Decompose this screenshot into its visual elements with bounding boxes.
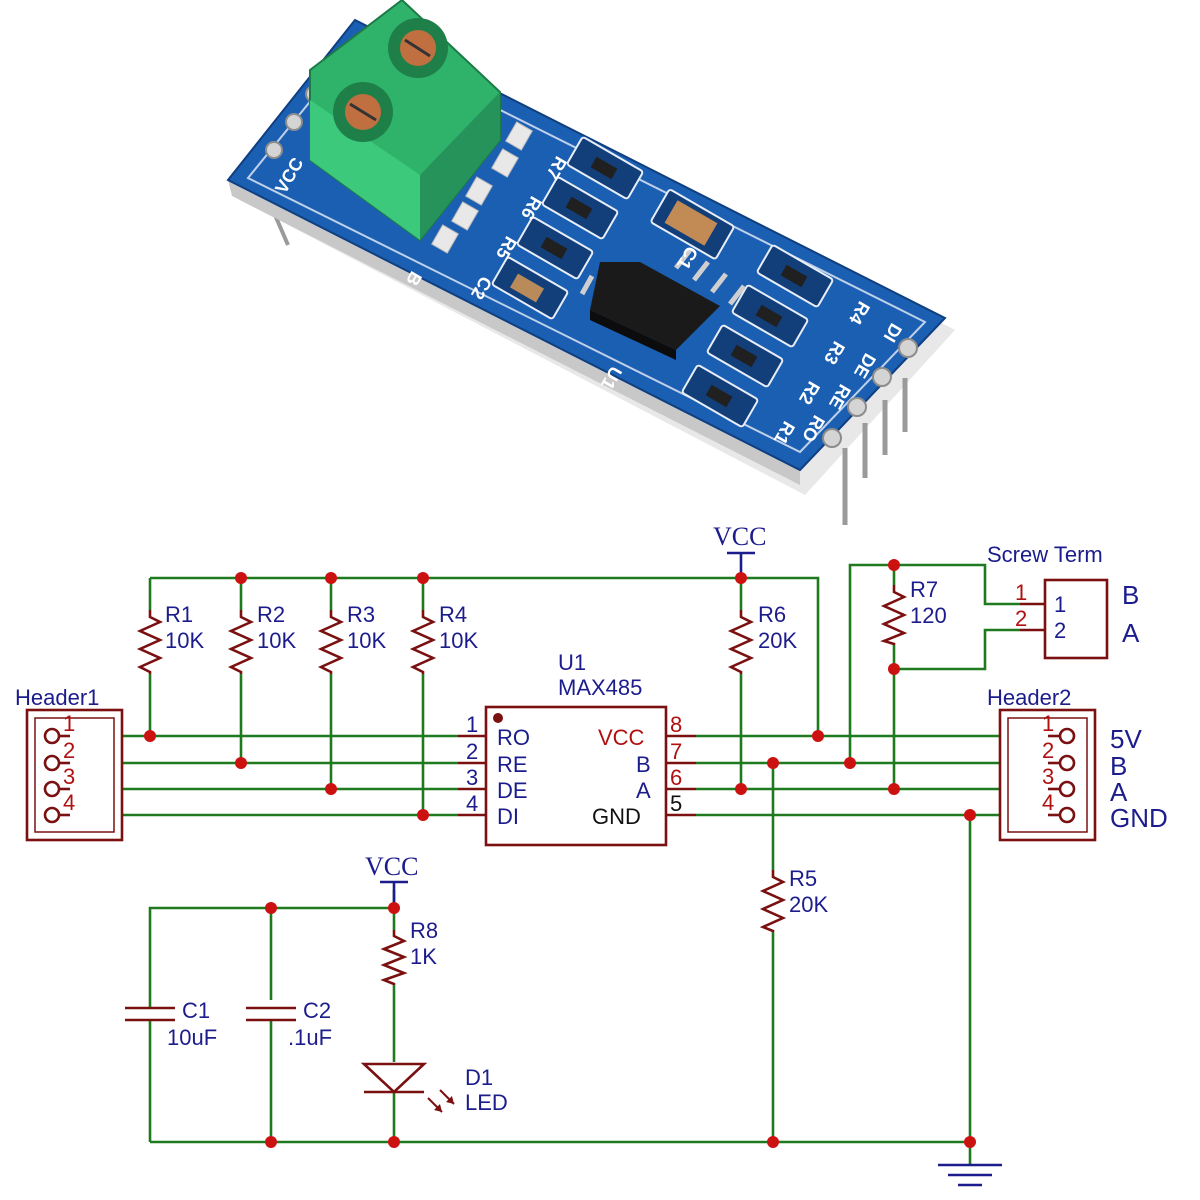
c1-value: 10uF bbox=[167, 1025, 217, 1050]
u1-pin-stubs bbox=[458, 734, 696, 817]
screw-term-inner-1: 1 bbox=[1054, 592, 1066, 617]
d1-ref: D1 bbox=[465, 1065, 493, 1090]
junction-dots bbox=[144, 559, 976, 1148]
u1-pin-vcc: VCC bbox=[598, 725, 645, 750]
screw-terminal-block bbox=[309, 0, 501, 242]
u1-pin-num-6: 6 bbox=[670, 765, 682, 790]
screw-term-signal-a: A bbox=[1122, 618, 1140, 648]
screw-term-signal-b: B bbox=[1122, 580, 1139, 610]
r7-ref: R7 bbox=[910, 577, 938, 602]
r4-value: 10K bbox=[439, 628, 478, 653]
max485-chip bbox=[579, 248, 746, 360]
r7-value: 120 bbox=[910, 603, 947, 628]
right-header-pins bbox=[842, 378, 908, 525]
u1-pin-de: DE bbox=[497, 778, 528, 803]
r1-value: 10K bbox=[165, 628, 204, 653]
header1-pin-4: 4 bbox=[63, 790, 75, 815]
header2-pins bbox=[1048, 727, 1076, 824]
u1-part: MAX485 bbox=[558, 675, 642, 700]
r5-ref: R5 bbox=[789, 866, 817, 891]
u1-pin-num-4: 4 bbox=[466, 791, 478, 816]
header2-pin-3: 3 bbox=[1042, 764, 1054, 789]
r4-ref: R4 bbox=[439, 602, 467, 627]
r6-value: 20K bbox=[758, 628, 797, 653]
header2-pin-4: 4 bbox=[1042, 790, 1054, 815]
header1-box bbox=[25, 708, 124, 842]
u1-box bbox=[484, 705, 668, 847]
c1-ref: C1 bbox=[182, 998, 210, 1023]
smd-capacitor-c1 bbox=[650, 189, 735, 260]
r3-ref: R3 bbox=[347, 602, 375, 627]
header2-pin-1: 1 bbox=[1042, 711, 1054, 736]
resistor-zigzags bbox=[136, 585, 908, 986]
screw-term-title: Screw Term bbox=[987, 542, 1103, 567]
u1-pin-a: A bbox=[636, 778, 651, 803]
header1-pin-3: 3 bbox=[63, 764, 75, 789]
u1-pin-di: DI bbox=[497, 804, 519, 829]
u1-pin-num-7: 7 bbox=[670, 739, 682, 764]
smd-resistors-left bbox=[491, 136, 644, 320]
led-symbol bbox=[360, 1062, 455, 1113]
r2-value: 10K bbox=[257, 628, 296, 653]
smd-resistors-right bbox=[681, 244, 834, 428]
screw-term-pin-2: 2 bbox=[1015, 606, 1027, 631]
r8-symbol bbox=[380, 930, 408, 986]
r3-symbol bbox=[317, 610, 345, 674]
vcc-bottom-label: VCC bbox=[365, 852, 418, 881]
d1-value: LED bbox=[465, 1090, 508, 1115]
r3-value: 10K bbox=[347, 628, 386, 653]
u1-pin-b: B bbox=[636, 752, 651, 777]
c2-value: .1uF bbox=[288, 1025, 332, 1050]
r8-ref: R8 bbox=[410, 918, 438, 943]
c2-ref: C2 bbox=[303, 998, 331, 1023]
r1-symbol bbox=[136, 610, 164, 674]
vcc-top-label: VCC bbox=[713, 522, 766, 551]
module-photo: VCC B R7 R6 R5 C2 C1 U1 R4 R3 R2 R1 DI D… bbox=[226, 0, 955, 525]
r5-value: 20K bbox=[789, 892, 828, 917]
header1-pins bbox=[43, 727, 70, 824]
header2-signal-a: A bbox=[1110, 777, 1128, 807]
u1-pin-num-8: 8 bbox=[670, 712, 682, 737]
u1-pin-ro: RO bbox=[497, 725, 530, 750]
r1-ref: R1 bbox=[165, 602, 193, 627]
u1-pin-re: RE bbox=[497, 752, 528, 777]
u1-pin-gnd: GND bbox=[592, 804, 641, 829]
header2-signal-gnd: GND bbox=[1110, 803, 1168, 833]
u1-pin-num-2: 2 bbox=[466, 739, 478, 764]
header2-pin-2: 2 bbox=[1042, 738, 1054, 763]
header2-box bbox=[998, 708, 1097, 842]
u1-pin1-marker bbox=[493, 713, 503, 723]
header2-title: Header2 bbox=[987, 685, 1071, 710]
u1-pin-num-3: 3 bbox=[466, 765, 478, 790]
screw-term-pin-1: 1 bbox=[1015, 580, 1027, 605]
r2-ref: R2 bbox=[257, 602, 285, 627]
r8-value: 1K bbox=[410, 944, 437, 969]
u1-pin-num-1: 1 bbox=[466, 712, 478, 737]
r6-symbol bbox=[727, 610, 755, 674]
schematic: VCC bbox=[15, 522, 1168, 1187]
right-header-holes bbox=[822, 338, 918, 448]
r6-ref: R6 bbox=[758, 602, 786, 627]
r2-symbol bbox=[227, 610, 255, 674]
header1-pin-1: 1 bbox=[63, 711, 75, 736]
header2-signal-5v: 5V bbox=[1110, 724, 1142, 754]
u1-ref: U1 bbox=[558, 650, 586, 675]
r4-symbol bbox=[409, 610, 437, 674]
header1-title: Header1 bbox=[15, 685, 99, 710]
screw-term-inner-2: 2 bbox=[1054, 618, 1066, 643]
screw-term-box bbox=[1043, 578, 1109, 660]
header2-signal-b: B bbox=[1110, 751, 1127, 781]
u1-pin-num-5: 5 bbox=[670, 791, 682, 816]
header1-pin-2: 2 bbox=[63, 738, 75, 763]
capacitor-symbols bbox=[125, 1006, 296, 1022]
r7-symbol bbox=[880, 585, 908, 646]
r5-symbol bbox=[759, 870, 787, 933]
ground-symbol bbox=[938, 1163, 1002, 1187]
